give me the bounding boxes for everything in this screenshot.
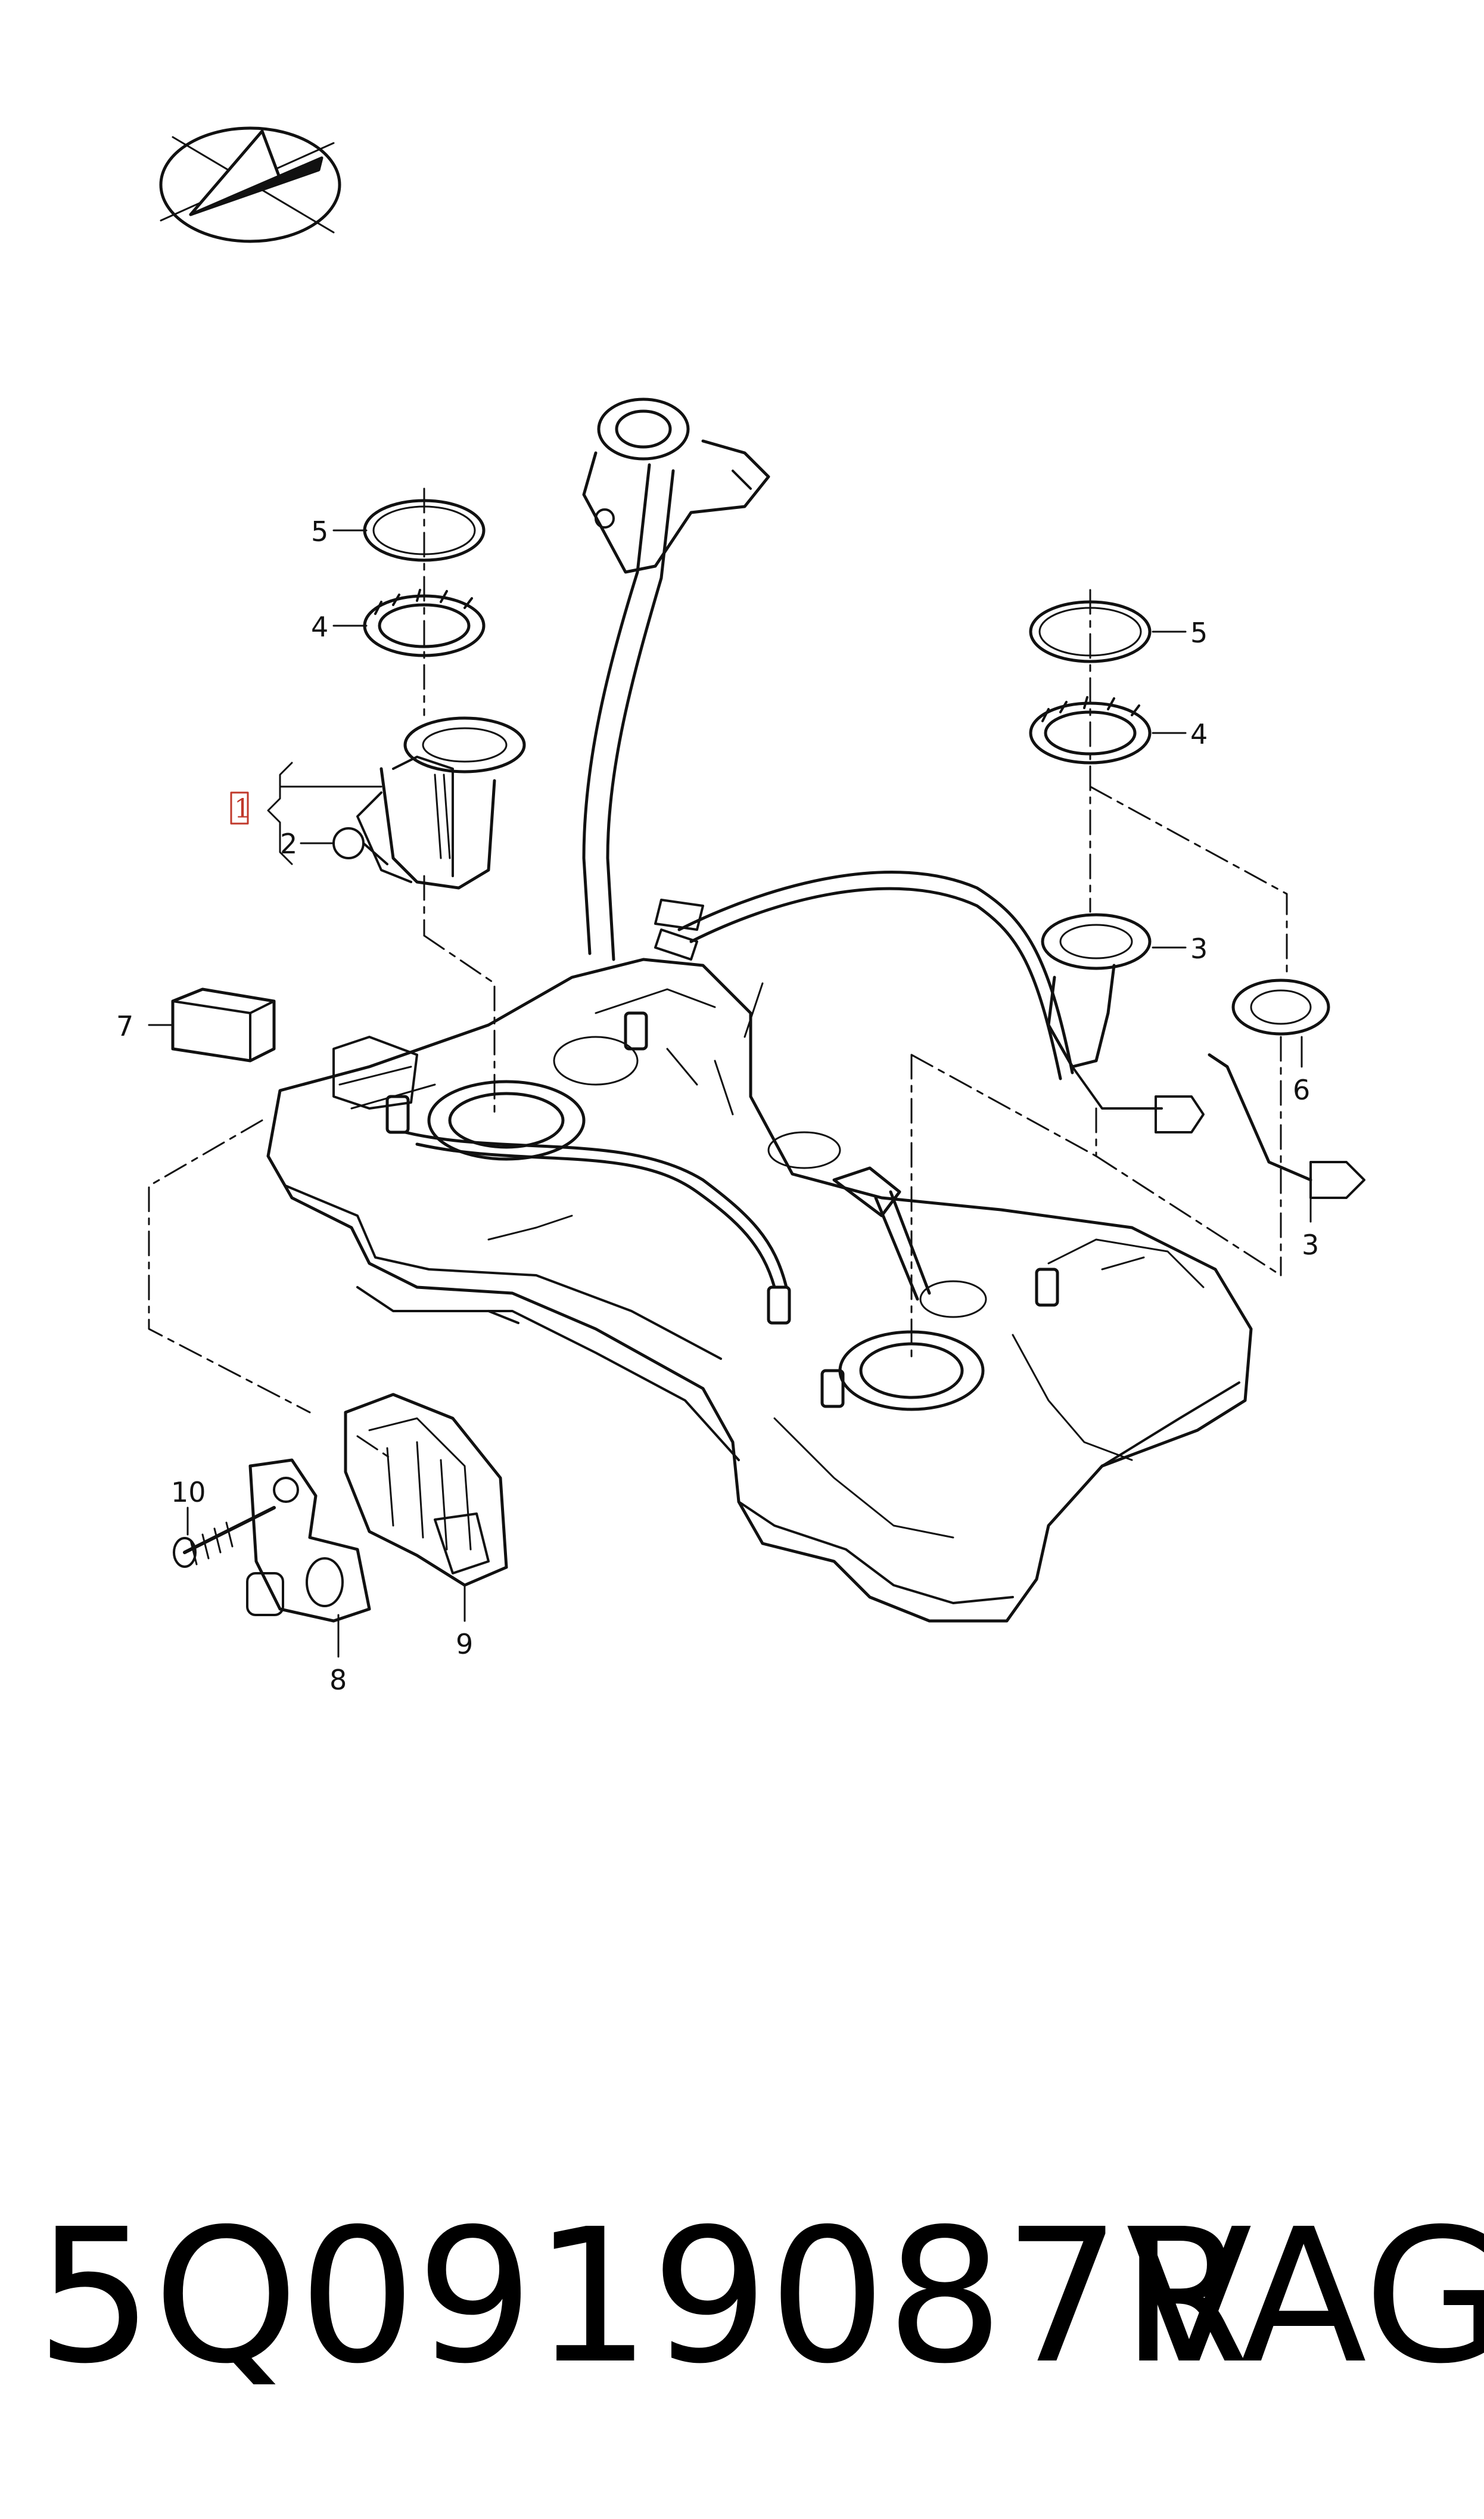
callout-4-left[interactable]: 4 [311, 611, 328, 643]
callout-5-left[interactable]: 5 [311, 515, 328, 548]
fuel-pump-assembly [332, 716, 526, 890]
control-module [171, 987, 418, 1110]
callout-1-box [230, 791, 249, 825]
callout-10[interactable]: 10 [171, 1476, 206, 1508]
brand-name: VAG [1126, 2189, 1484, 2405]
sender-ring [1231, 979, 1330, 1036]
vent-lines [654, 871, 1074, 1080]
bracket-plate [344, 1393, 508, 1587]
brand-logo-icon [159, 126, 341, 243]
bolt [173, 1506, 276, 1568]
filler-neck [582, 397, 770, 961]
leader-lines [148, 529, 1312, 1658]
callout-5-right[interactable]: 5 [1190, 617, 1208, 649]
parts-diagram: 1 2 3 3 4 4 5 5 6 7 8 9 10 [116, 126, 1365, 1696]
callout-2[interactable]: 2 [280, 828, 297, 860]
callout-8[interactable]: 8 [329, 1664, 347, 1696]
callout-4-right[interactable]: 4 [1190, 718, 1208, 750]
callout-1[interactable]: 1 [234, 794, 251, 824]
fuel-tank [266, 958, 1253, 1623]
fuel-level-sender [1041, 913, 1205, 1133]
callout-labels: 1 2 3 3 4 4 5 5 6 7 8 9 10 [116, 515, 1319, 1696]
assembly-lines [148, 487, 1288, 1461]
float-lever [1208, 1053, 1365, 1199]
callout-9[interactable]: 9 [456, 1628, 473, 1660]
callout-3-sender[interactable]: 3 [1190, 933, 1208, 965]
callout-3-lever[interactable]: 3 [1302, 1229, 1319, 1261]
callout-7[interactable]: 7 [116, 1010, 133, 1042]
sensor-bracket [246, 1458, 371, 1623]
part-number: 5Q0919087R [36, 2189, 1250, 2405]
callout-6[interactable]: 6 [1293, 1074, 1310, 1106]
